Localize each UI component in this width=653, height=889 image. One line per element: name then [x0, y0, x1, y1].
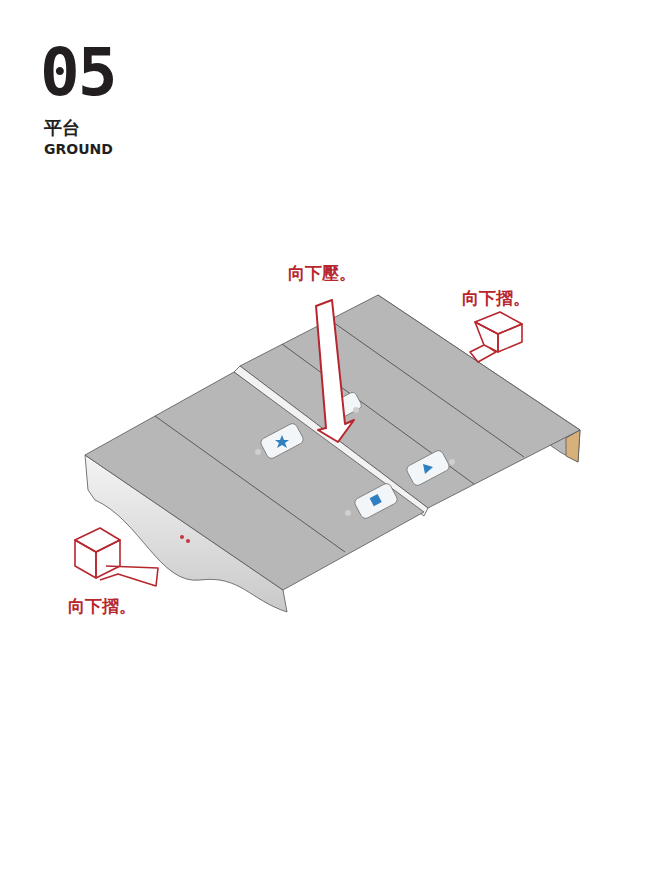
instruction-label: 向下摺。 — [68, 595, 136, 618]
step-subtitle: GROUND — [44, 141, 113, 157]
instruction-label: 向下摺。 — [462, 287, 530, 310]
instruction-label: 向下壓。 — [288, 262, 356, 285]
step-number: 05 — [40, 40, 115, 106]
step-title: 平台 — [44, 116, 80, 140]
